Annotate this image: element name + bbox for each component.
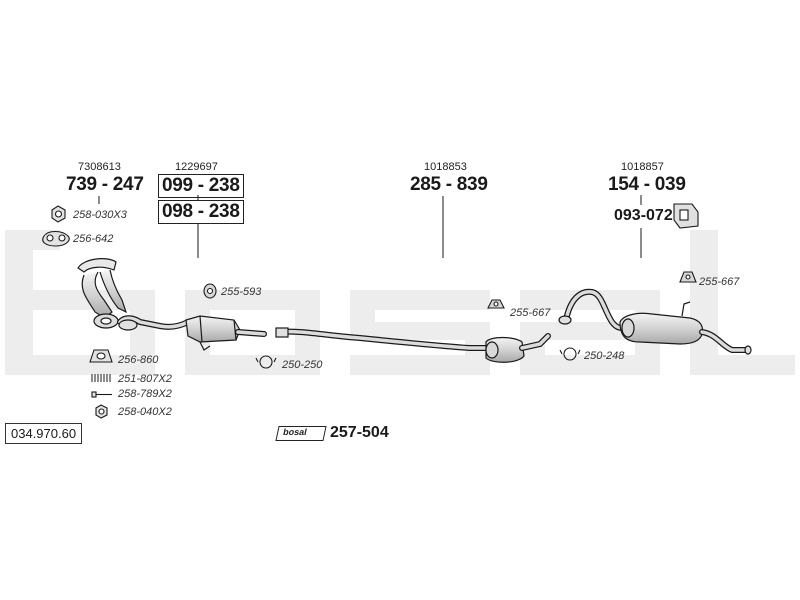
- accessory-label[interactable]: 250-248: [584, 350, 625, 362]
- accessory-label[interactable]: 255-667: [510, 307, 551, 319]
- part-number-front-pipe[interactable]: 739 - 247: [66, 174, 144, 195]
- rubber-mount-icon: [679, 271, 697, 283]
- accessory-label[interactable]: 258-040X2: [118, 406, 172, 418]
- leader-lines: [98, 195, 642, 258]
- accessory-label[interactable]: 255-667: [699, 276, 740, 288]
- front-downpipe: [77, 258, 128, 329]
- brand-watermark: [5, 230, 795, 375]
- accessory-label[interactable]: 251-807X2: [118, 373, 172, 385]
- accessory-label[interactable]: 258-789X2: [118, 388, 172, 400]
- accessory-label[interactable]: 256-642: [73, 233, 114, 245]
- rubber-mount-icon: [203, 283, 217, 299]
- kit-logo-text: bosal: [282, 427, 308, 437]
- catalytic-converter: [117, 315, 267, 351]
- rubber-mount-icon: [487, 299, 505, 309]
- part-number-rear-silencer[interactable]: 154 - 039: [608, 174, 686, 195]
- ref-code-front: 7308613: [78, 161, 121, 173]
- part-number-catalyst-b[interactable]: 098 - 238: [158, 200, 244, 224]
- accessory-label[interactable]: 256-860: [118, 354, 159, 366]
- part-number-catalyst-a[interactable]: 099 - 238: [158, 174, 244, 198]
- accessory-label[interactable]: 250-250: [282, 359, 323, 371]
- flange-gasket-icon: [42, 230, 70, 247]
- part-number-middle-silencer[interactable]: 285 - 839: [410, 174, 488, 195]
- middle-silencer: [275, 327, 551, 363]
- accessory-label[interactable]: 258-030X3: [73, 209, 127, 221]
- ref-code-middle: 1018853: [424, 161, 467, 173]
- bolt-icon: [91, 391, 112, 398]
- ref-code-rear: 1018857: [621, 161, 664, 173]
- clamp-icon: [559, 347, 581, 361]
- kit-logo-box: bosal: [275, 426, 327, 441]
- accessory-label[interactable]: 255-593: [221, 286, 262, 298]
- clamp-icon: [255, 355, 277, 369]
- rear-silencer: [558, 288, 752, 355]
- nut-icon: [51, 205, 66, 223]
- part-number-rear-bracket[interactable]: 093-072: [614, 207, 673, 224]
- kit-part-number[interactable]: 257-504: [330, 424, 389, 441]
- sealing-ring-icon: [89, 349, 113, 363]
- rear-bracket-icon: [673, 203, 699, 229]
- ref-code-catalyst: 1229697: [175, 161, 218, 173]
- spring-icon: [91, 374, 111, 382]
- set-number: 034.970.60: [5, 423, 83, 444]
- nut-icon: [95, 404, 108, 419]
